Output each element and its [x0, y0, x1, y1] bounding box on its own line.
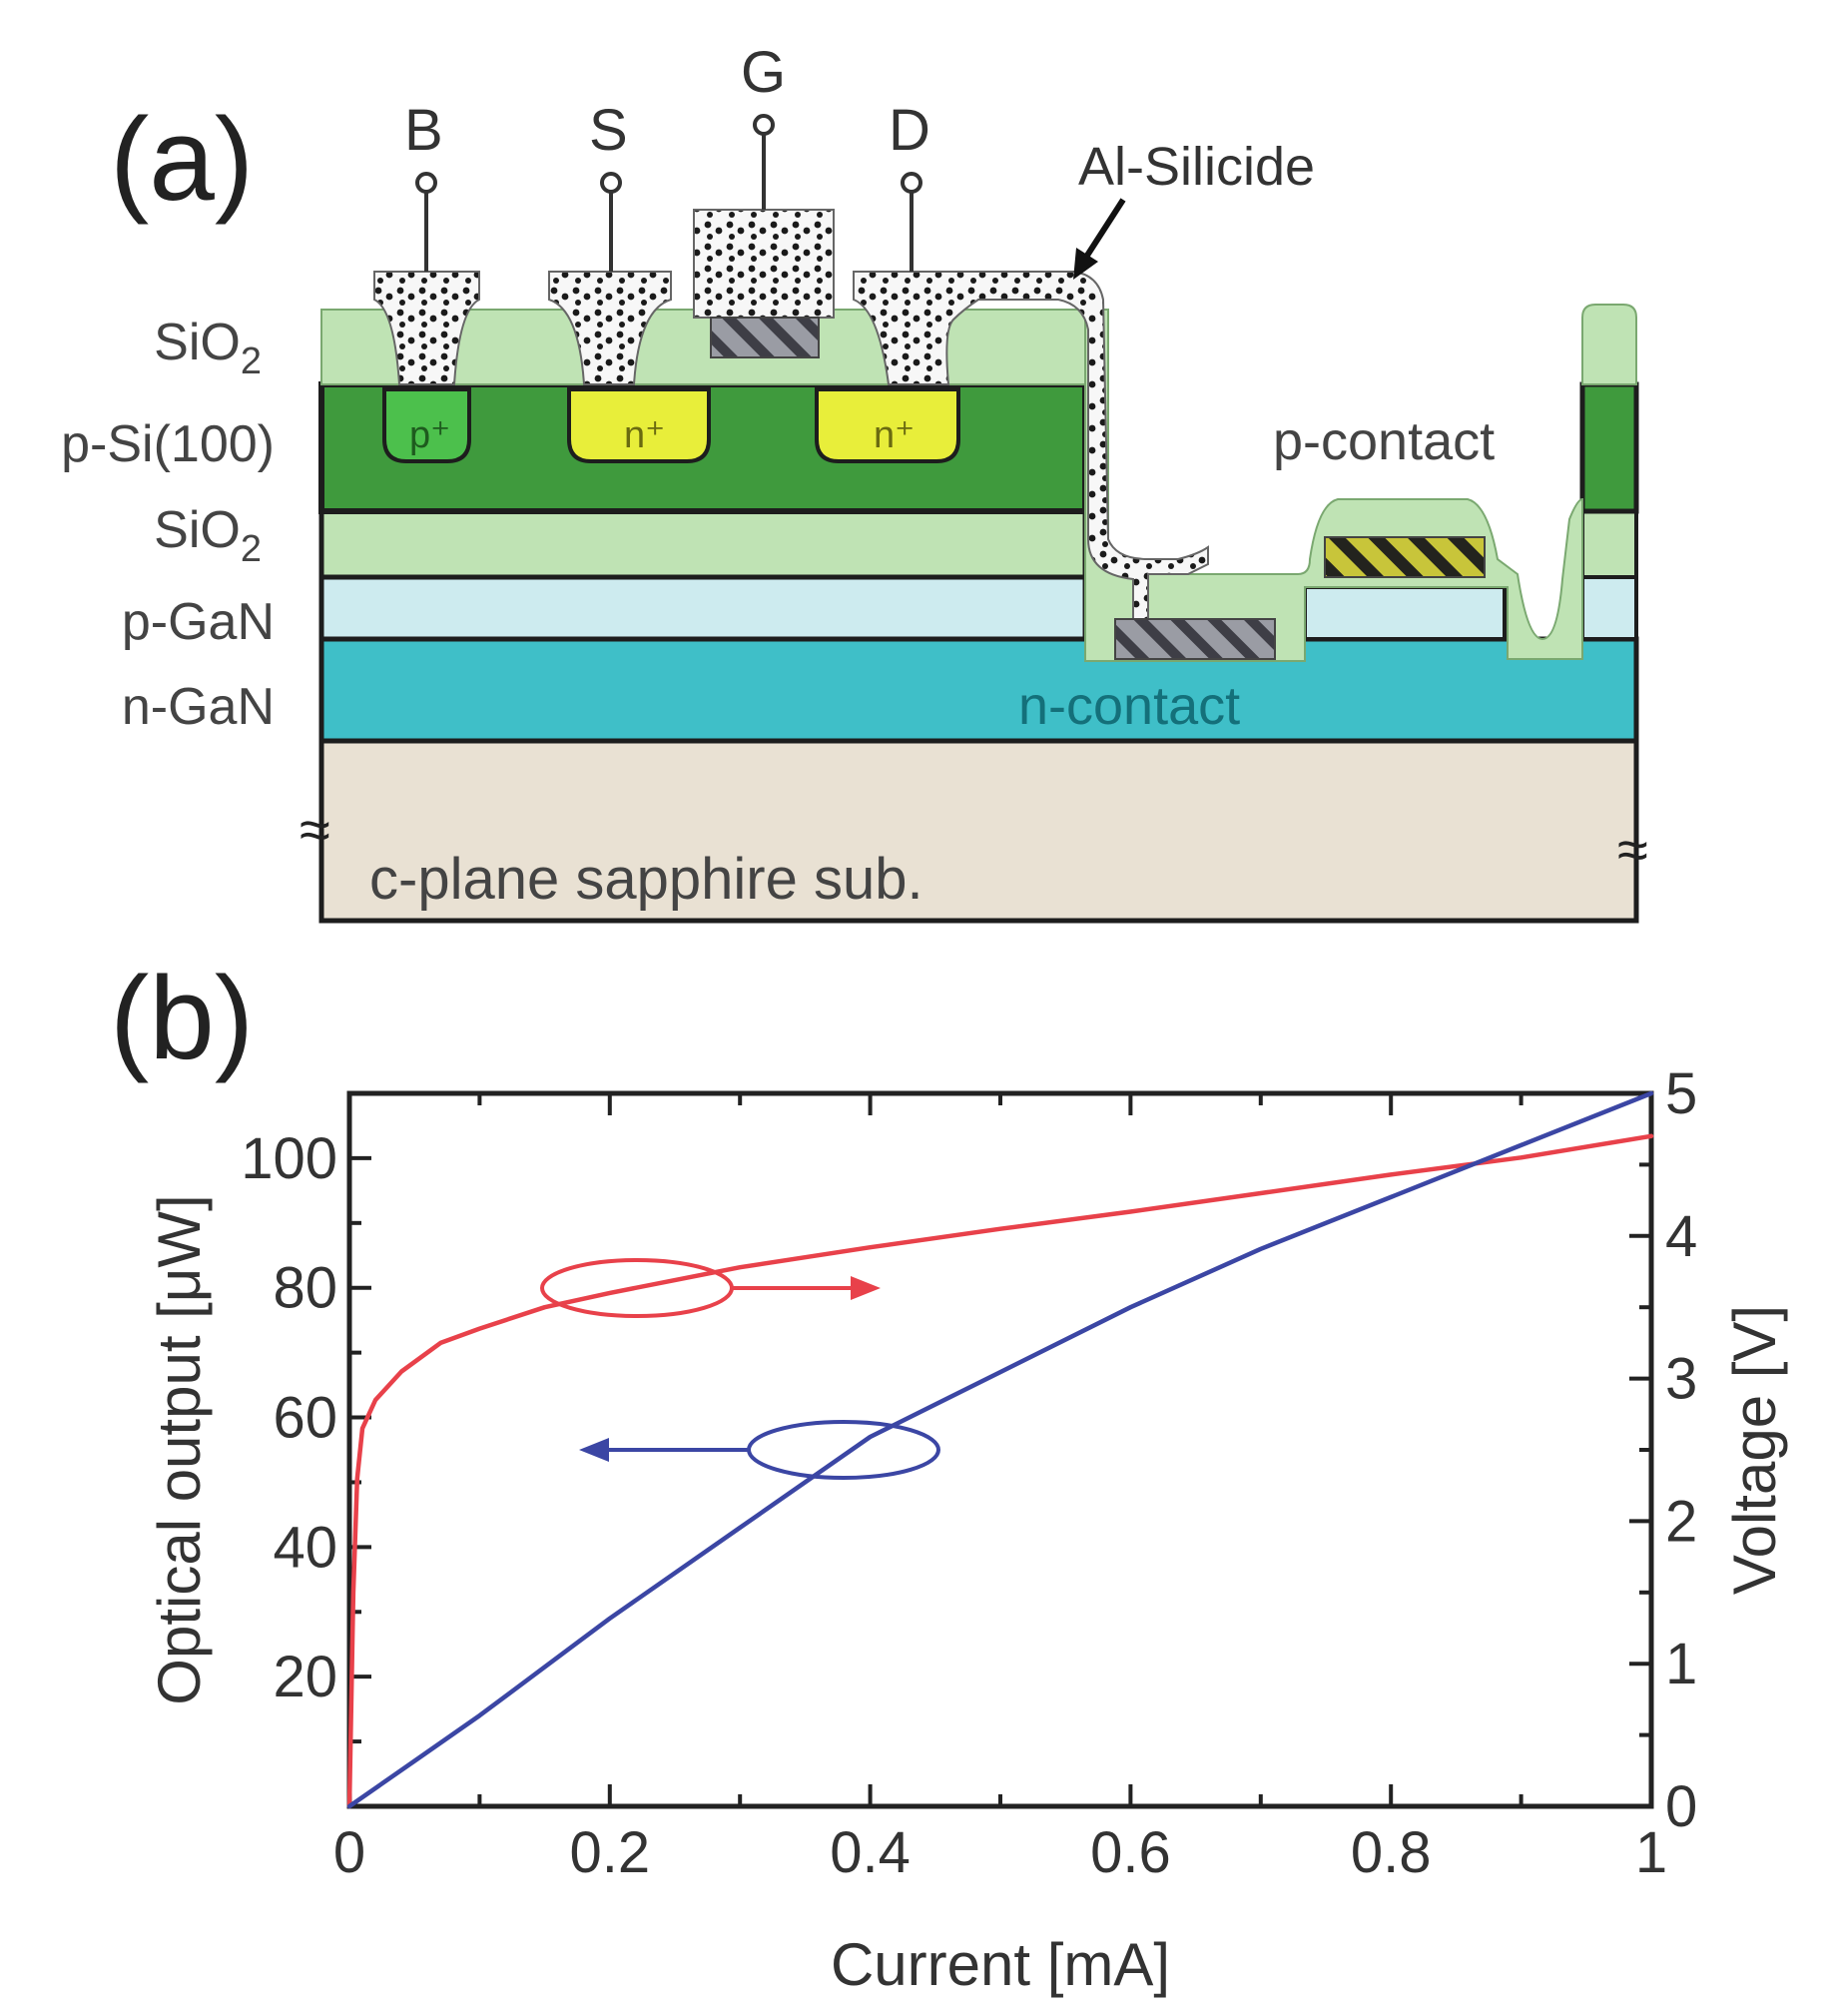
- p-si-right: [1579, 381, 1639, 514]
- sio2-mid-subscript: 2: [241, 528, 262, 570]
- sio2-right-cap: [1581, 304, 1637, 385]
- sio2-mid-main: SiO: [154, 501, 241, 559]
- terminal-b-label: B: [404, 98, 443, 163]
- terminal-b-node: [415, 172, 437, 194]
- terminal-s-label: S: [589, 98, 628, 163]
- x-tick-label: 0.2: [569, 1820, 650, 1885]
- y-left-tick-label: 40: [273, 1515, 337, 1580]
- p-gan-island: [1303, 585, 1507, 641]
- p-gan-layer: [318, 574, 1088, 642]
- n-plus-region-2: [815, 387, 960, 463]
- optical-arrow-head: [579, 1438, 609, 1462]
- sio2-top-text: SiO2: [154, 314, 262, 382]
- terminal-g-label: G: [741, 40, 786, 105]
- y-right-tick-label: 3: [1665, 1347, 1697, 1412]
- al-silicide-arrow-head: [1073, 248, 1098, 280]
- terminal-d-node: [901, 172, 922, 194]
- panel-a: (a) c-plane sapphire sub. ≈ ≈ n-contact …: [61, 40, 1648, 924]
- y-left-tick-label: 60: [273, 1386, 337, 1451]
- sio2-mid-text: SiO2: [154, 501, 262, 570]
- break-mark-left: ≈: [300, 798, 330, 861]
- drain-contact-interconnect: [853, 271, 1209, 620]
- optical-output-series-line: [346, 1090, 1654, 1809]
- voltage-arrow-head: [851, 1276, 881, 1300]
- p-plus-label: p⁺: [409, 414, 450, 456]
- x-axis-ticks: 0 0.2 0.4 0.6 0.8 1: [333, 1093, 1667, 1885]
- p-si-label: p-Si(100): [61, 415, 275, 473]
- x-tick-label: 0: [333, 1820, 365, 1885]
- sio2-top-subscript: 2: [241, 340, 262, 382]
- sio2-mid-layer: [318, 508, 1088, 580]
- n-contact-metal: [1114, 618, 1276, 660]
- sio2-right-mid: [1580, 509, 1638, 579]
- break-mark-right: ≈: [1617, 818, 1648, 881]
- x-tick-label: 0.6: [1090, 1820, 1171, 1885]
- voltage-series-line: [346, 1133, 1654, 1809]
- y-right-axis-ticks: 0 1 2 3 4 5: [1629, 1061, 1697, 1839]
- al-silicide-arrow-shaft: [1080, 198, 1126, 264]
- y-right-tick-label: 0: [1665, 1774, 1697, 1839]
- al-silicide-label: Al-Silicide: [1078, 137, 1315, 197]
- x-axis-title: Current [mA]: [831, 1931, 1170, 1998]
- y-right-tick-label: 5: [1665, 1061, 1697, 1126]
- x-tick-label: 0.4: [830, 1820, 911, 1885]
- y-right-tick-label: 2: [1665, 1489, 1697, 1554]
- gate-electrode: [693, 209, 835, 319]
- sio2-top-main: SiO: [154, 314, 241, 371]
- terminal-s-node: [600, 172, 622, 194]
- y-left-tick-label: 100: [241, 1126, 337, 1191]
- sapphire-substrate: [318, 738, 1639, 924]
- plot-frame: [346, 1090, 1654, 1809]
- substrate-label: c-plane sapphire sub.: [369, 847, 923, 912]
- y-left-tick-label: 20: [273, 1645, 337, 1709]
- p-gan-label: p-GaN: [122, 593, 275, 651]
- y-left-tick-label: 80: [273, 1256, 337, 1321]
- y-right-tick-label: 4: [1665, 1204, 1697, 1269]
- plot-series: [346, 1090, 1654, 1809]
- x-tick-label: 0.8: [1351, 1820, 1432, 1885]
- panel-b-label: (b): [110, 953, 254, 1084]
- y-left-axis-ticks: 20 40 60 80 100: [241, 1091, 371, 1808]
- terminal-d-label: D: [889, 98, 930, 163]
- source-contact: [548, 271, 672, 385]
- body-contact: [373, 271, 480, 385]
- n-contact-label: n-contact: [1018, 676, 1240, 736]
- n-plus-region-1: [567, 387, 711, 463]
- p-plus-region: [382, 387, 471, 463]
- n-gan-label: n-GaN: [122, 678, 275, 736]
- terminal-g-node: [753, 114, 775, 136]
- y-right-tick-label: 1: [1665, 1632, 1697, 1696]
- y-left-axis-title: Optical output [μW]: [146, 1194, 213, 1704]
- p-contact-label: p-contact: [1273, 411, 1495, 471]
- p-gan-right: [1580, 575, 1638, 641]
- gate-poly: [710, 317, 820, 358]
- n-plus-label-2: n⁺: [874, 414, 915, 456]
- p-contact-metal: [1324, 536, 1486, 578]
- optical-series-oval: [747, 1420, 940, 1480]
- x-tick-label: 1: [1635, 1820, 1667, 1885]
- panel-a-label: (a): [110, 94, 254, 226]
- n-gan-layer: [318, 636, 1639, 744]
- y-right-axis-title: Voltage [V]: [1721, 1305, 1788, 1595]
- n-plus-label-1: n⁺: [624, 414, 665, 456]
